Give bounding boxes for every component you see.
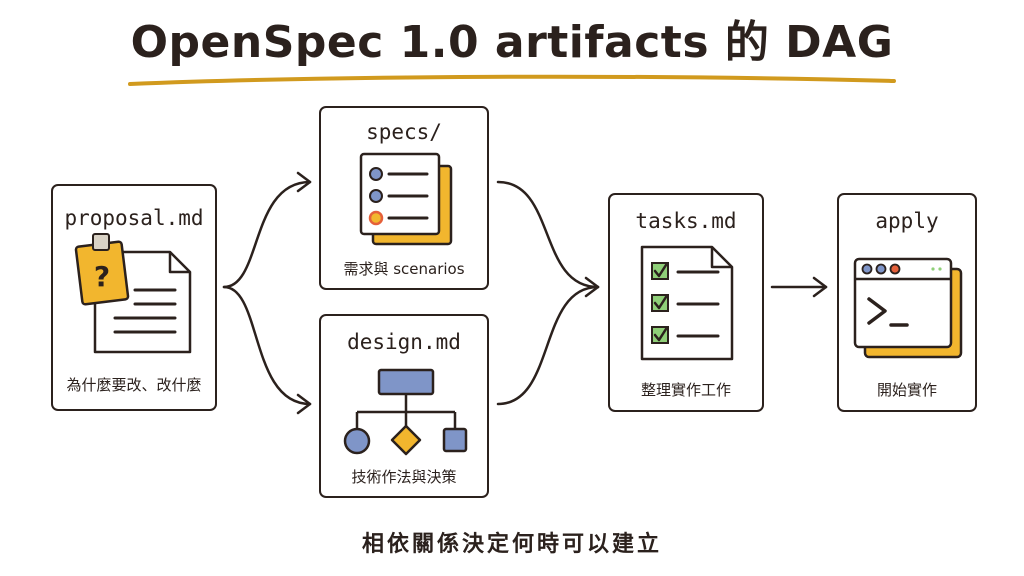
- node-specs-caption: 需求與 scenarios: [343, 260, 465, 278]
- node-design-caption: 技術作法與決策: [351, 468, 457, 486]
- arrow-proposal-to-design: [222, 285, 312, 406]
- node-apply: apply 開始實作: [837, 193, 977, 412]
- document-with-question-note-icon: ?: [74, 233, 192, 354]
- node-proposal: proposal.md ? 為什麼要改、改什麼: [51, 184, 217, 411]
- node-proposal-label: proposal.md: [64, 206, 204, 230]
- node-specs-label: specs/: [366, 120, 442, 144]
- node-tasks-caption: 整理實作工作: [640, 381, 731, 399]
- terminal-window-icon: [853, 257, 963, 359]
- node-tasks-label: tasks.md: [635, 209, 737, 233]
- arrow-specs-to-tasks: [496, 180, 600, 289]
- arrow-design-to-tasks: [496, 285, 600, 406]
- spec-list-document-icon: [359, 152, 453, 246]
- svg-text:?: ?: [94, 260, 110, 293]
- node-specs: specs/ 需求與 scenarios: [319, 106, 489, 290]
- diagram-footer-caption: 相依關係決定何時可以建立: [361, 532, 662, 557]
- node-apply-label: apply: [875, 209, 939, 233]
- arrow-head-proposal-to-design: [296, 393, 312, 415]
- arrow-head-proposal-to-specs: [296, 171, 312, 193]
- node-proposal-caption: 為什麼要改、改什麼: [66, 376, 202, 394]
- title-underline: [128, 74, 896, 86]
- arrow-head-tasks-to-apply: [812, 276, 828, 298]
- arrow-head-into-tasks: [584, 276, 600, 298]
- node-design-label: design.md: [347, 330, 461, 354]
- checklist-document-icon: [640, 245, 734, 361]
- arrow-proposal-to-specs: [222, 180, 312, 289]
- node-tasks: tasks.md 整理實作工作: [608, 193, 764, 412]
- diagram-title: OpenSpec 1.0 artifacts 的 DAG: [130, 17, 894, 68]
- architecture-flowchart-icon: [343, 368, 468, 456]
- node-design: design.md 技術作法與決策: [319, 314, 489, 498]
- node-apply-caption: 開始實作: [876, 381, 937, 399]
